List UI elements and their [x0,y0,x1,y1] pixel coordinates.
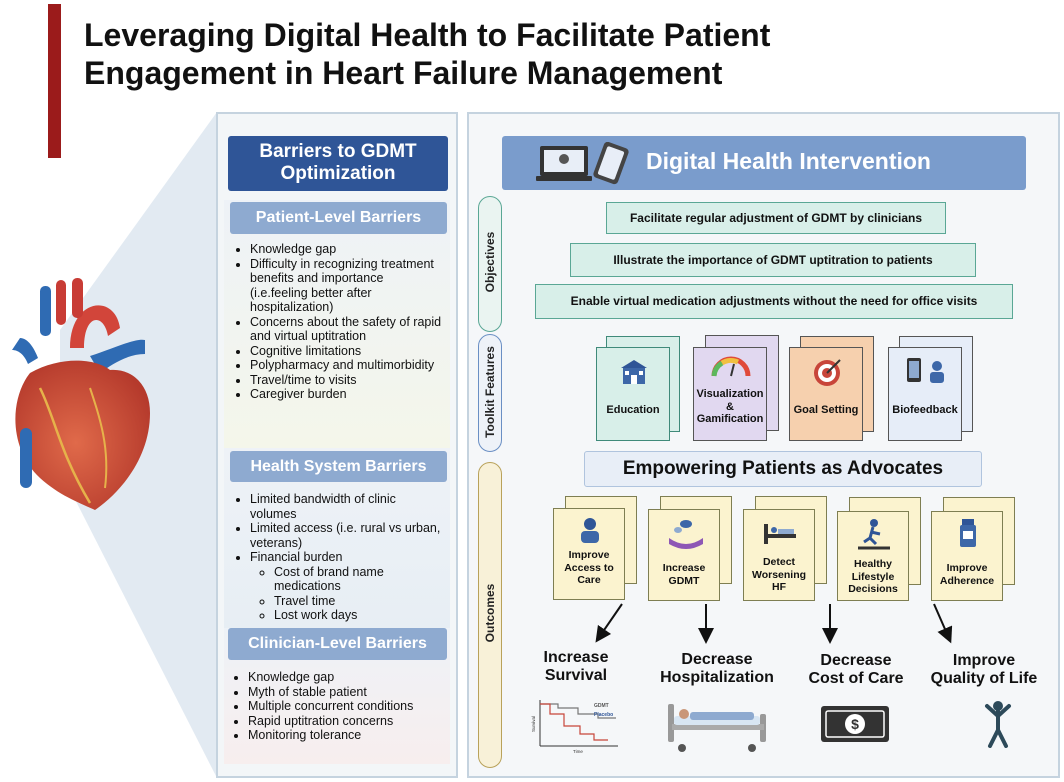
objective-1: Facilitate regular adjustment of GDMT by… [606,202,946,234]
result-survival: Increase Survival [524,649,628,685]
clinician-barriers-title: Clinician-Level Barriers [228,628,447,660]
list-item: Polypharmacy and multimorbidity [250,358,444,373]
nurse-icon [581,518,599,543]
patient-barriers-section [224,200,450,450]
patient-barriers-list: Knowledge gap Difficulty in recognizing … [232,242,444,402]
list-item: Concerns about the safety of rapid and v… [250,315,444,344]
feature-label: Education [606,404,660,416]
result-line-1: Decrease [681,651,753,668]
list-item: Travel/time to visits [250,373,444,388]
list-item: Caregiver burden [250,387,444,402]
legend-gdmt: GDMT [594,703,609,709]
outcome-card-lifestyle: Healthy Lifestyle Decisions [837,511,909,601]
pills-hand-icon [669,520,703,549]
gauge-icon [711,356,751,377]
list-item: Limited bandwidth of clinic volumes [250,492,444,521]
chart-xlabel: Time [573,749,583,754]
clinician-barriers-list: Knowledge gap Myth of stable patient Mul… [230,670,442,743]
title-accent-bar [48,4,61,158]
legend-placebo: Placebo [594,712,613,718]
barriers-heading-line-2: Optimization [280,163,396,184]
outcome-label: Improve Adherence [939,562,995,587]
list-item: Multiple concurrent conditions [248,699,442,714]
list-item: Financial burden Cost of brand name medi… [250,550,444,623]
outcome-card-adherence: Improve Adherence [931,511,1003,601]
sub-list-item: Cost of brand name medications [274,565,444,594]
hospital-bed-illustration-icon [668,704,766,752]
result-line-2: Cost of Care [808,670,904,687]
outcome-card-detect: Detect Worsening HF [743,509,815,601]
svg-text:$: $ [851,716,859,732]
result-hospitalization: Decrease Hospitalization [652,651,782,687]
title-line-1: Leveraging Digital Health to Facilitate … [84,17,771,53]
objectives-label: Objectives [483,231,497,293]
outcome-label: Improve Access to Care [564,549,614,586]
objective-3: Enable virtual medication adjustments wi… [535,284,1013,319]
list-item: Cognitive limitations [250,344,444,359]
hospital-bed-icon [764,524,796,544]
result-line-2: Hospitalization [660,669,774,686]
heart-icon [12,278,151,510]
list-item: Knowledge gap [250,242,444,257]
money-icon: $ [821,706,889,742]
patient-barriers-title: Patient-Level Barriers [230,202,447,234]
intervention-title: Digital Health Intervention [646,148,931,174]
result-line-2: Survival [544,667,608,684]
objectives-tab [478,196,502,332]
target-icon [814,359,841,386]
sub-list-item: Lost work days [274,608,444,623]
list-item-text: Financial burden [250,550,343,564]
phone-person-icon [907,358,944,383]
list-item: Limited access (i.e. rural vs urban, vet… [250,521,444,550]
pill-bottle-icon [960,519,976,547]
toolkit-label: Toolkit Features [483,346,497,438]
school-icon [621,360,647,384]
outcome-label: Healthy Lifestyle Decisions [848,558,898,595]
list-item: Difficulty in recognizing treatment bene… [250,257,444,315]
arrow-survival [595,603,623,643]
outcome-label: Increase GDMT [662,562,706,587]
outcomes-tab [478,462,502,768]
list-item: Myth of stable patient [248,685,442,700]
arrow-quality [933,603,953,644]
feature-label: Biofeedback [892,404,958,416]
objective-2: Illustrate the importance of GDMT uptitr… [570,243,976,277]
feature-label: Visualization & Gamification [696,388,764,425]
telehealth-devices-icon [536,142,629,185]
outcome-label: Detect Worsening HF [751,556,807,593]
outcome-card-access: Improve Access to Care [553,508,625,600]
title-line-2: Engagement in Heart Failure Management [84,55,723,91]
feature-card-goal-setting: Goal Setting [789,347,863,441]
result-line-1: Decrease [820,652,892,669]
outcome-arrows [595,603,953,644]
outcome-card-gdmt: Increase GDMT [648,509,720,601]
list-item: Rapid uptitration concerns [248,714,442,729]
health-system-barriers-list: Limited bandwidth of clinic volumes Limi… [232,492,444,623]
barriers-heading: Barriers to GDMT Optimization [228,136,448,191]
result-line-2: Quality of Life [930,670,1038,687]
barriers-heading-line-1: Barriers to GDMT [259,141,417,162]
list-item: Knowledge gap [248,670,442,685]
result-cost: Decrease Cost of Care [798,652,914,688]
result-line-1: Improve [952,652,1016,669]
result-line-1: Increase [543,649,609,666]
empowering-banner: Empowering Patients as Advocates [584,451,982,487]
survival-curve-icon: GDMT Placebo Survival Time [531,700,618,754]
list-item: Monitoring tolerance [248,728,442,743]
page-title: Leveraging Digital Health to Facilitate … [84,16,844,92]
health-system-barriers-title: Health System Barriers [230,451,447,482]
feature-card-visualization: Visualization & Gamification [693,347,767,441]
treadmill-icon [858,519,890,550]
happy-person-icon [985,701,1011,748]
feature-label: Goal Setting [793,404,859,416]
toolkit-tab [478,334,502,452]
sub-list-item: Travel time [274,594,444,609]
feature-card-education: Education [596,347,670,441]
chart-ylabel: Survival [531,716,536,732]
outcomes-label: Outcomes [483,583,497,643]
result-quality: Improve Quality of Life [924,652,1044,688]
feature-card-biofeedback: Biofeedback [888,347,962,441]
